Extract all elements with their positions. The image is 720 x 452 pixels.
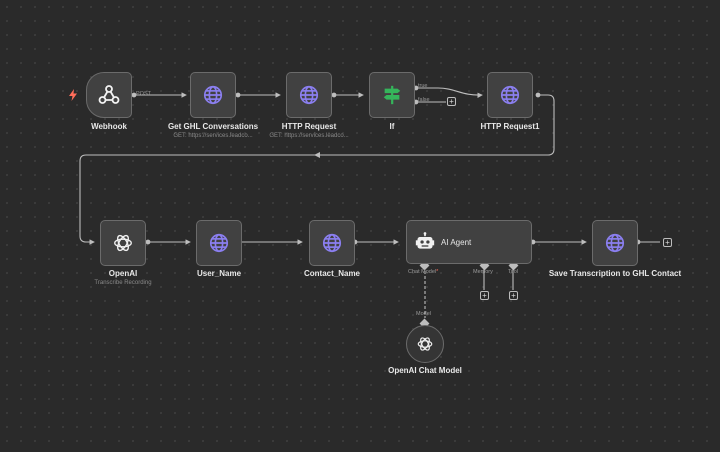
memory-connection-label: Memory [473,269,493,275]
globe-icon [322,233,342,253]
if-node[interactable] [369,72,415,118]
if-false-label: false [418,97,430,103]
chat-model-connection-label: Chat Model* [408,269,438,275]
tool-connection-label: Tool [508,269,519,275]
trigger-lightning-icon [69,88,77,106]
model-connection-label: Model [416,311,431,317]
if-true-label: true [418,83,428,89]
globe-icon [500,85,520,105]
tool-add-button[interactable]: + [509,291,518,300]
ai-agent-title: AI Agent [441,237,472,247]
openai-chat-model-node[interactable] [406,325,444,363]
save-transcription-node[interactable] [592,220,638,266]
openai-icon [114,234,132,252]
get-ghl-conversations-node[interactable] [190,72,236,118]
contact-name-label: Contact_Name [303,269,360,278]
globe-icon [209,233,229,253]
if-label: If [389,122,395,131]
openai-chat-model-label: OpenAI Chat Model [388,366,462,375]
openai-label: OpenAI [108,269,138,278]
http-request-node[interactable] [286,72,332,118]
get-ghl-conversations-label: Get GHL Conversations [167,122,259,131]
webhook-node[interactable] [86,72,132,118]
http-request-label: HTTP Request [281,122,337,131]
user-name-label: User_Name [196,269,242,278]
webhook-icon [98,85,120,104]
http-request1-node[interactable] [487,72,533,118]
if-false-add-button[interactable]: + [447,97,456,106]
post-connection-label: POST [136,91,151,97]
user-name-node[interactable] [196,220,242,266]
save-transcription-label: Save Transcription to GHL Contact [548,269,682,278]
http-request-subtitle: GET: https://services.leadco... [269,133,349,139]
globe-icon [299,85,319,105]
http-request1-label: HTTP Request1 [480,122,540,131]
openai-subtitle: Transcribe Recording [94,280,152,286]
mid-arrow [314,152,320,158]
memory-add-button[interactable]: + [480,291,489,300]
ai-agent-node[interactable]: AI Agent [406,220,532,264]
openai-node[interactable] [100,220,146,266]
if-signpost-icon [383,85,401,105]
conn-if-true-http1 [416,87,483,98]
webhook-label: Webhook [91,122,127,131]
contact-name-node[interactable] [309,220,355,266]
save-transcription-add-button[interactable]: + [663,238,672,247]
robot-icon [415,232,435,249]
get-ghl-conversations-subtitle: GET: https://services.leadco... [173,133,253,139]
chat-model-text: Chat Model [408,269,437,275]
openai-icon [417,337,433,351]
globe-icon [203,85,223,105]
chat-model-required-marker: * [436,269,439,275]
globe-icon [605,233,625,253]
